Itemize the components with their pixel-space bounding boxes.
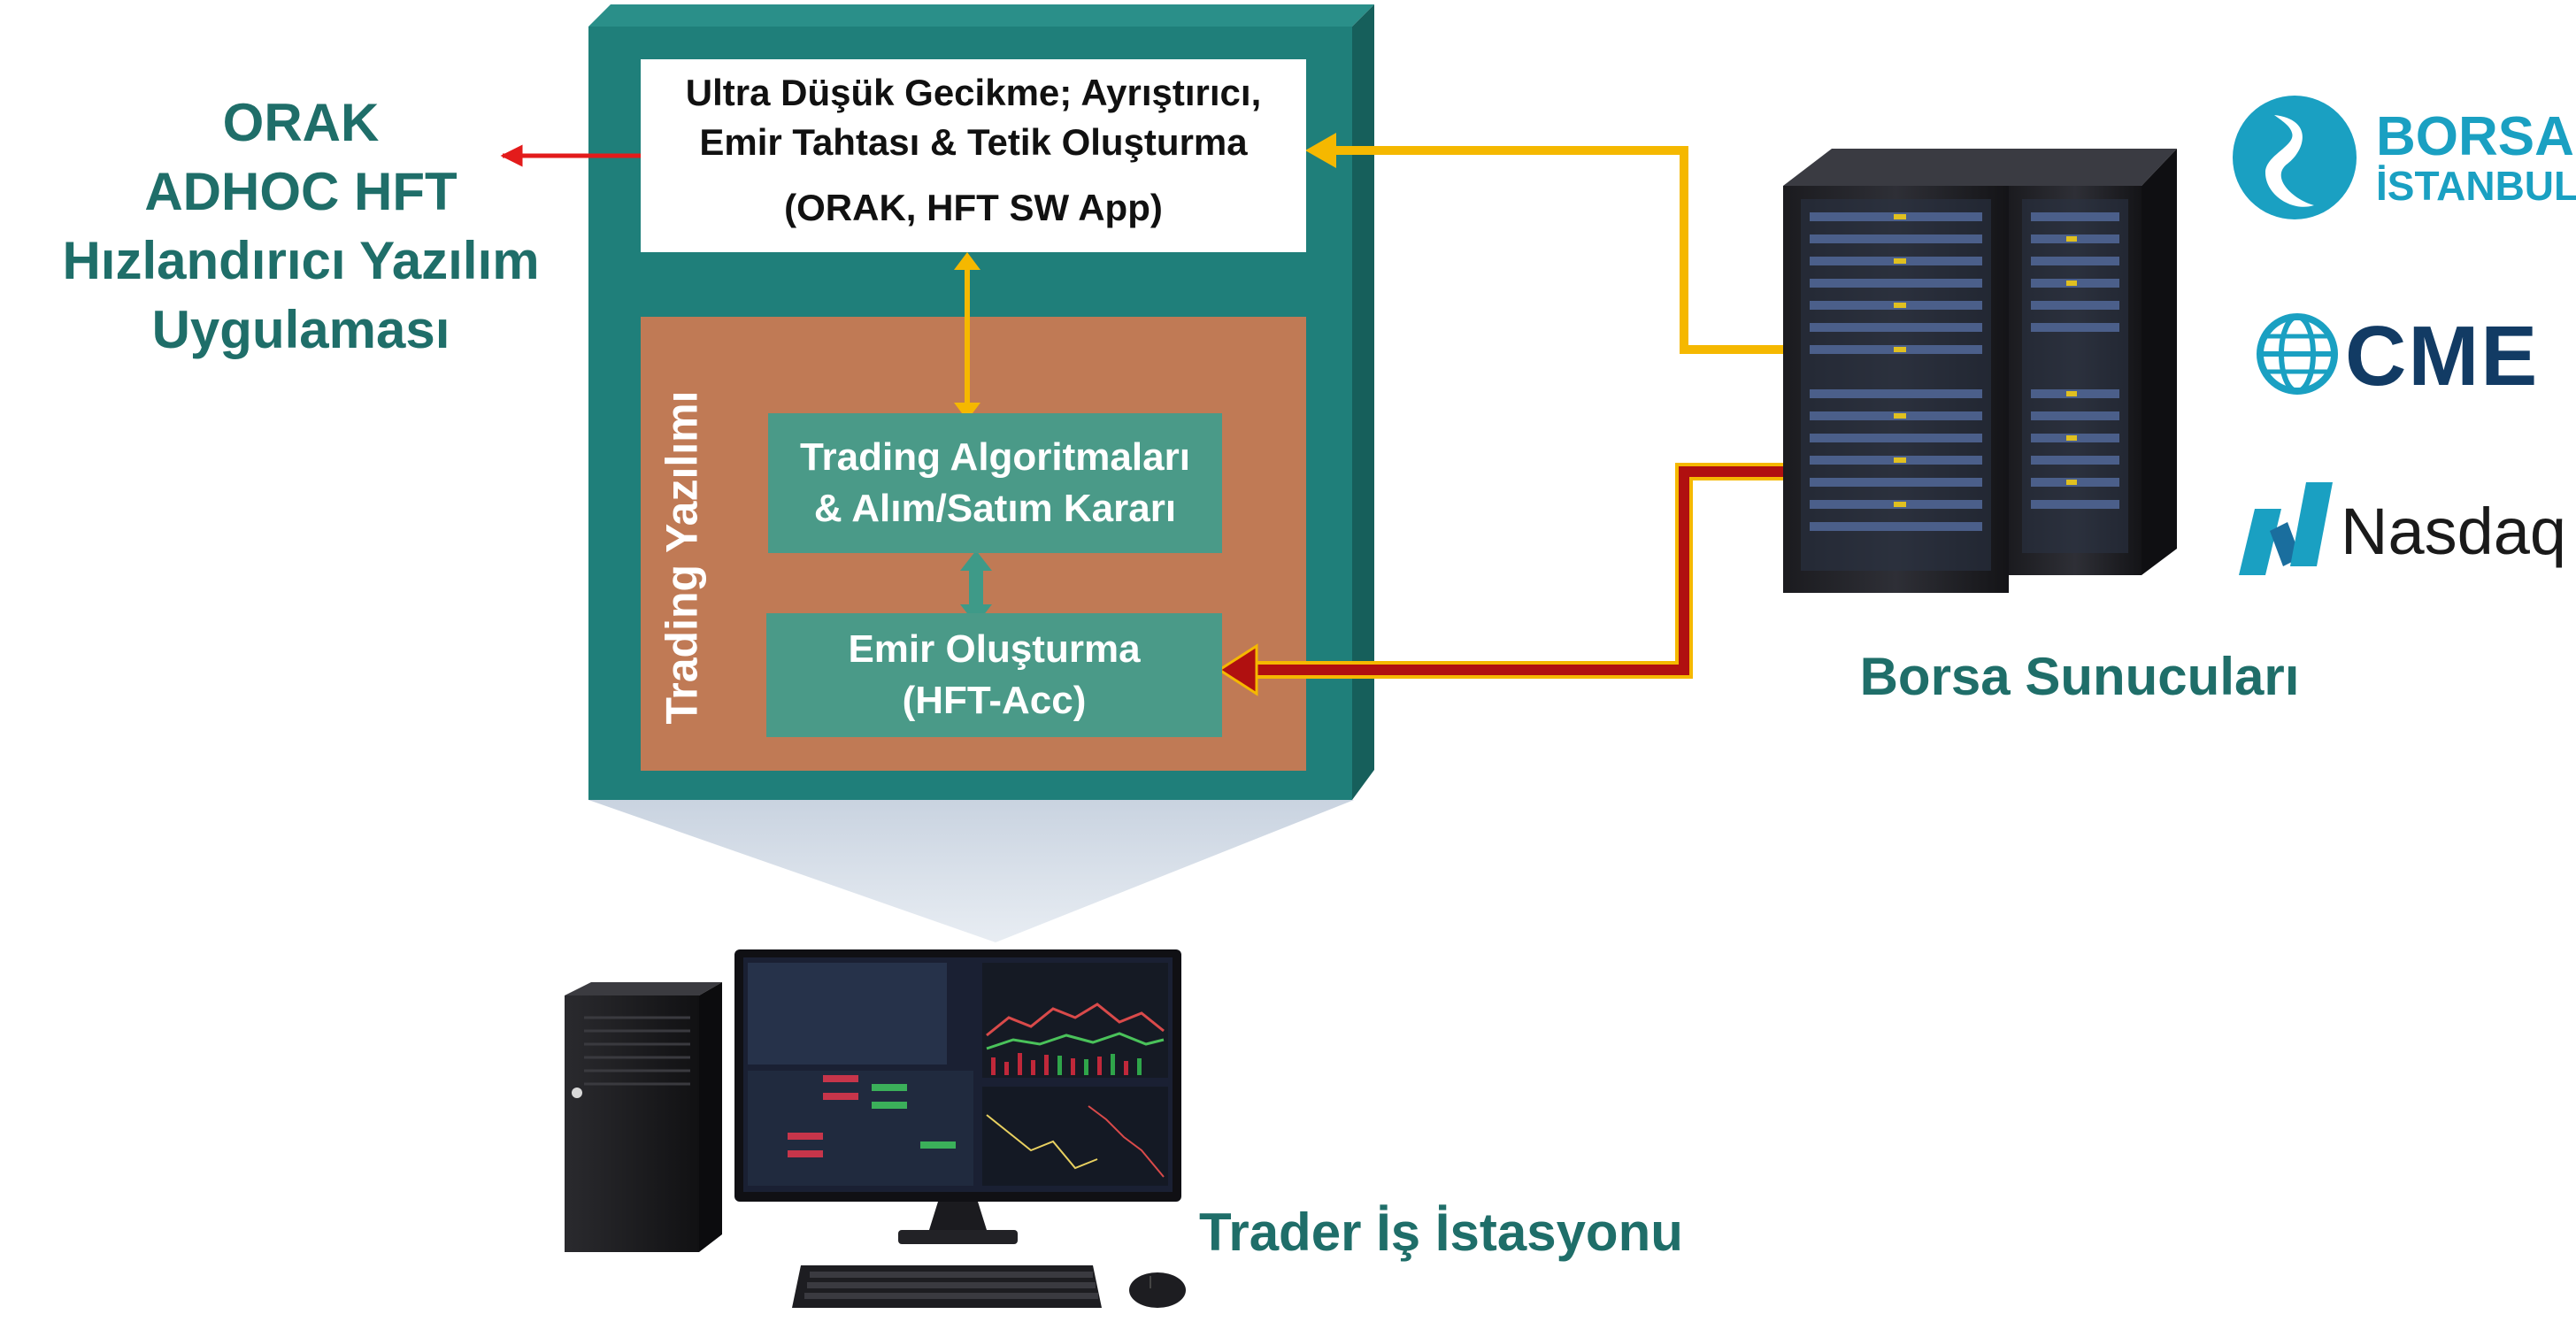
borsa-istanbul-wordmark: BORSA İSTANBUL	[2376, 106, 2576, 209]
trading-software-label-text: Trading Yazılımı	[657, 390, 707, 725]
cme-globe-icon	[2257, 313, 2338, 395]
nasdaq-wordmark: Nasdaq	[2341, 495, 2567, 568]
parser-box-line-1: Ultra Düşük Gecikme; Ayrıştırıcı,	[685, 72, 1262, 113]
trading-software-label: Trading Yazılımı	[593, 372, 770, 743]
parser-box-line-3: (ORAK, HFT SW App)	[784, 187, 1163, 228]
trader-workstation-image	[565, 949, 1186, 1308]
workstation-caption: Trader İş İstasyonu	[1199, 1203, 1683, 1262]
orak-label-line-4: Uygulaması	[151, 300, 450, 359]
order-box-line-2: (HFT-Acc)	[902, 679, 1087, 722]
algo-box-line-2: & Alım/Satım Kararı	[813, 487, 1177, 530]
orak-label-line-3: Hızlandırıcı Yazılım	[62, 231, 540, 290]
orak-label-line-2: ADHOC HFT	[144, 162, 458, 221]
orak-label-line-1: ORAK	[222, 93, 380, 152]
borsa-wordmark-line-1: BORSA	[2376, 106, 2574, 167]
server-racks-image	[1783, 149, 2177, 593]
parser-orderbook-box: Ultra Düşük Gecikme; Ayrıştırıcı, Emir T…	[641, 59, 1306, 252]
servers-caption: Borsa Sunucuları	[1859, 647, 2300, 706]
order-box-line-1: Emir Oluşturma	[848, 627, 1141, 671]
borsa-wordmark-line-2: İSTANBUL	[2376, 163, 2576, 209]
order-generation-box: Emir Oluşturma (HFT-Acc)	[766, 613, 1222, 737]
algo-box-line-1: Trading Algoritmaları	[800, 435, 1190, 479]
orak-hft-label: ORAK ADHOC HFT Hızlandırıcı Yazılım Uygu…	[18, 88, 584, 365]
funnel-shape	[588, 800, 1354, 942]
trading-algorithms-box: Trading Algoritmaları & Alım/Satım Karar…	[768, 413, 1222, 553]
nasdaq-logo-mark	[2239, 482, 2333, 575]
yellow-market-data-link	[1305, 133, 1819, 354]
yellow-double-arrow	[954, 252, 980, 420]
parser-box-line-2: Emir Tahtası & Tetik Oluşturma	[699, 121, 1248, 163]
borsa-istanbul-logo	[2233, 96, 2357, 219]
cme-wordmark: CME	[2345, 309, 2540, 404]
